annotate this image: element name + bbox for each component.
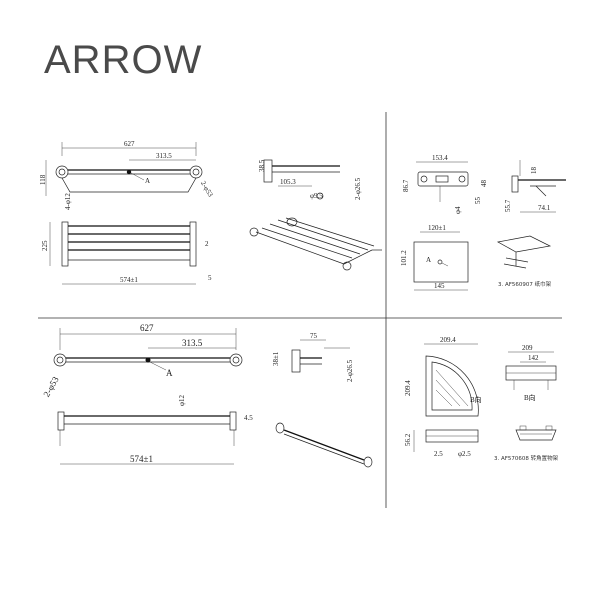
dim-574-1: 574±1 <box>120 276 138 284</box>
label-a-3: A <box>166 368 173 378</box>
dim-38-5: 38.5 <box>258 159 266 172</box>
paper-holder-side-view: 18 55.7 74.1 <box>504 160 566 213</box>
dim-2: 2 <box>205 240 209 248</box>
towel-rack-top-view: 627 313.5 A 118 2-φ53 4-φ12 <box>39 140 215 210</box>
paper-holder-caption: 3. AF560907 纸巾架 <box>498 280 552 288</box>
dim-209: 209 <box>522 344 533 352</box>
dim-phi12: φ12 <box>178 394 186 406</box>
dim-627-b: 627 <box>140 323 154 333</box>
dim-38-1: 38±1 <box>272 351 280 366</box>
dim-105-3: 105.3 <box>280 178 296 186</box>
dim-120-1: 120±1 <box>428 224 446 232</box>
dim-145: 145 <box>434 282 445 290</box>
dim-101-2: 101.2 <box>400 250 408 266</box>
towel-rack-3d-view <box>249 217 382 271</box>
corner-shelf-caption: 3. AF570608 转角置物架 <box>494 454 559 462</box>
paper-holder-3d-view <box>496 235 552 269</box>
dim-75: 75 <box>310 332 318 340</box>
dim-5: 5 <box>208 274 212 282</box>
dim-209-4: 209.4 <box>440 336 456 344</box>
dim-74-1: 74.1 <box>538 204 551 212</box>
towel-rack-front-view: 225 574±1 2 5 <box>41 221 212 285</box>
dim-phi4: φ4 <box>454 206 462 214</box>
dim-86-7: 86.7 <box>402 179 410 192</box>
paper-holder-front-view: 153.4 86.7 φ4 48 55 <box>402 154 488 214</box>
panel-towel-rack: 627 313.5 A 118 2-φ53 4-φ12 <box>39 140 382 285</box>
dim-2-phi26-5: 2-φ26.5 <box>354 177 362 200</box>
corner-shelf-3d-view <box>515 425 557 441</box>
dim-225: 225 <box>41 240 49 251</box>
towel-bar-front-view: 574±1 φ12 4.5 <box>57 394 253 465</box>
panel-paper-holder: 153.4 86.7 φ4 48 55 18 55.7 74.1 120±1 <box>400 154 566 291</box>
label-a-2: A <box>426 256 431 264</box>
dim-153-4: 153.4 <box>432 154 448 162</box>
dim-55: 55 <box>474 197 482 205</box>
corner-shelf-top-view: 209.4 209.4 B向 <box>404 336 482 417</box>
panel-corner-shelf: 209.4 209.4 B向 209 142 B向 56.2 2.5 <box>404 336 559 462</box>
corner-shelf-side-view: 56.2 2.5 φ2.5 <box>404 429 479 458</box>
dim-48: 48 <box>480 180 488 188</box>
dim-627: 627 <box>124 140 135 148</box>
label-a: A <box>145 177 150 185</box>
dim-56-2: 56.2 <box>404 433 412 446</box>
paper-holder-top-view: 120±1 A 101.2 145 <box>400 224 469 291</box>
dim-313-5: 313.5 <box>156 152 172 160</box>
dim-118: 118 <box>39 174 47 185</box>
towel-rack-side-view: 105.3 38.5 φ9.5 2-φ26.5 <box>258 159 362 200</box>
dim-209-4-v: 209.4 <box>404 380 412 396</box>
dim-313-5-b: 313.5 <box>182 338 203 348</box>
dim-4-phi12: 4-φ12 <box>64 193 72 210</box>
dim-2-phi26-5-b: 2-φ26.5 <box>346 359 354 382</box>
dim-18: 18 <box>530 167 538 175</box>
corner-shelf-front-view: 209 142 B向 <box>505 344 557 402</box>
towel-bar-side-view: 75 38±1 2-φ26.5 <box>272 332 354 382</box>
panel-towel-bar: 627 313.5 A 2-φ53 574±1 φ12 4.5 <box>41 323 373 468</box>
dim-55-7: 55.7 <box>504 199 512 212</box>
towel-bar-top-view: 627 313.5 A 2-φ53 <box>41 323 243 399</box>
dim-574-1-b: 574±1 <box>130 454 153 464</box>
dim-2-phi53-b: 2-φ53 <box>41 374 61 398</box>
label-b-direction: B向 <box>524 393 536 402</box>
dim-phi2-5: φ2.5 <box>458 450 471 458</box>
towel-bar-3d-view <box>275 422 373 468</box>
dim-phi9-5: φ9.5 <box>310 192 323 200</box>
dim-2-5: 2.5 <box>434 450 443 458</box>
brand-logo: ARROW <box>44 38 203 82</box>
dim-4-5: 4.5 <box>244 414 253 422</box>
dim-142: 142 <box>528 354 539 362</box>
label-b-view: B向 <box>470 395 482 404</box>
dim-2-phi53: 2-φ53 <box>199 180 215 199</box>
